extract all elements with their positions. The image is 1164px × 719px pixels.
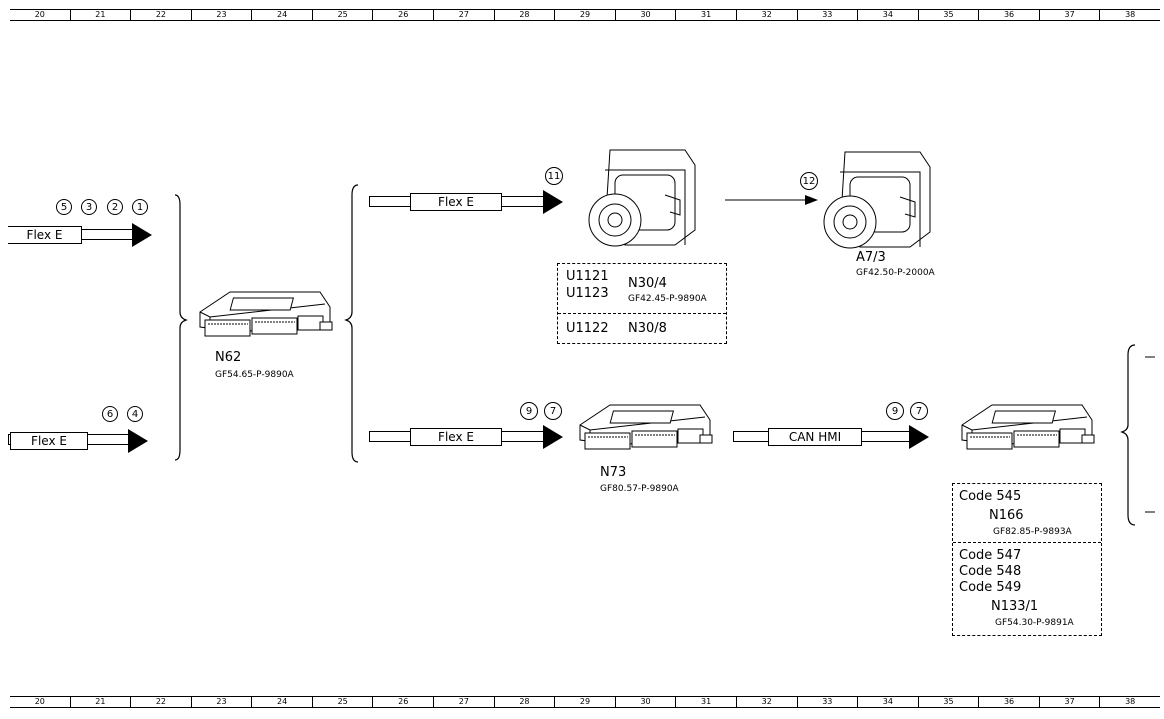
ruler-cell: 28 xyxy=(493,10,555,20)
bus-label: Flex E xyxy=(410,193,502,211)
code-label: U1122 xyxy=(566,321,609,336)
ruler-cell: 22 xyxy=(130,10,191,20)
ruler-cell: 37 xyxy=(1038,697,1100,707)
ruler-cell: 33 xyxy=(796,10,858,20)
ruler-cell: 24 xyxy=(251,10,312,20)
bus-label: Flex E xyxy=(10,432,88,450)
ruler-cell: 38 xyxy=(1099,10,1160,20)
n73-ref: GF80.57-P-9890A xyxy=(600,484,679,494)
code-variant-box: Code 545 N166 GF82.85-P-9893A Code 547 C… xyxy=(952,483,1102,636)
n73-name: N73 xyxy=(600,465,627,480)
arrow-head xyxy=(128,429,148,453)
connector-bubble: 7 xyxy=(910,402,928,420)
ruler-cell: 22 xyxy=(130,697,191,707)
code-label: U1123 xyxy=(566,286,609,301)
ruler-cell: 32 xyxy=(735,697,797,707)
ruler-cell: 38 xyxy=(1099,697,1160,707)
code-label: Code 548 xyxy=(959,564,1022,579)
component-name: N133/1 xyxy=(991,599,1039,614)
ruler-cell: 31 xyxy=(675,10,736,20)
code-label: U1121 xyxy=(566,269,609,284)
bus-label: Flex E xyxy=(410,428,502,446)
ruler-cell: 35 xyxy=(917,697,979,707)
ruler-cell: 27 xyxy=(433,10,494,20)
ruler-cell: 36 xyxy=(978,10,1039,20)
component-ref: GF54.30-P-9891A xyxy=(995,618,1074,628)
ruler-cell: 26 xyxy=(372,10,433,20)
connector-bubble: 7 xyxy=(544,402,562,420)
component-name: N30/8 xyxy=(628,321,667,336)
component-ref: GF42.45-P-9890A xyxy=(628,294,707,304)
connector-bubble: 1 xyxy=(132,199,148,215)
component-name: N166 xyxy=(989,508,1024,523)
abs-variant-box: U1121 U1123 N30/4 GF42.45-P-9890A U1122 … xyxy=(557,263,727,344)
connector-bubble: 12 xyxy=(800,172,818,190)
code-label: Code 545 xyxy=(959,489,1022,504)
ruler-cell: 21 xyxy=(69,697,131,707)
ruler-cell: 28 xyxy=(493,697,555,707)
ruler-cell: 20 xyxy=(34,697,45,706)
bus-label: Flex E xyxy=(8,226,82,244)
ruler-cell: 20 xyxy=(34,10,45,19)
bus-label: CAN HMI xyxy=(768,428,862,446)
a73-name: A7/3 xyxy=(856,250,886,265)
ruler-cell: 36 xyxy=(978,697,1039,707)
ruler-cell: 35 xyxy=(917,10,979,20)
ruler-cell: 34 xyxy=(857,697,918,707)
ruler-cell: 32 xyxy=(735,10,797,20)
connector-bubble: 9 xyxy=(520,402,538,420)
ruler-cell: 30 xyxy=(614,697,676,707)
ruler-cell: 26 xyxy=(372,697,433,707)
connector-bubble: 5 xyxy=(56,199,72,215)
ruler-cell: 27 xyxy=(433,697,494,707)
connector-bubble: 4 xyxy=(127,406,143,422)
component-name: N30/4 xyxy=(628,276,667,291)
arrow-head xyxy=(543,190,563,214)
arrow-head xyxy=(543,425,563,449)
ruler-cell: 21 xyxy=(69,10,131,20)
divider xyxy=(953,542,1101,543)
arrow-head xyxy=(909,425,929,449)
ruler-cell: 25 xyxy=(311,10,373,20)
ruler-cell: 31 xyxy=(675,697,736,707)
connector-bubble: 2 xyxy=(107,199,123,215)
code-label: Code 547 xyxy=(959,548,1022,563)
ruler-cell: 30 xyxy=(614,10,676,20)
ruler-cell: 33 xyxy=(796,697,858,707)
code-label: Code 549 xyxy=(959,580,1022,595)
n62-ref: GF54.65-P-9890A xyxy=(215,370,294,380)
ruler-cell: 23 xyxy=(190,10,252,20)
ruler-cell: 29 xyxy=(554,697,615,707)
ruler-cell: 24 xyxy=(251,697,312,707)
component-ref: GF82.85-P-9893A xyxy=(993,527,1072,537)
ruler-cell: 23 xyxy=(190,697,252,707)
ruler-cell: 29 xyxy=(554,10,615,20)
ruler-cell: 34 xyxy=(857,10,918,20)
arrow-head xyxy=(132,223,152,247)
a73-ref: GF42.50-P-2000A xyxy=(856,268,935,278)
connector-bubble: 11 xyxy=(545,167,563,185)
n62-name: N62 xyxy=(215,350,242,365)
connector-bubble: 3 xyxy=(81,199,97,215)
connector-bubble: 6 xyxy=(102,406,118,422)
ruler-cell: 25 xyxy=(311,697,373,707)
connector-bubble: 9 xyxy=(886,402,904,420)
ruler-cell: 37 xyxy=(1038,10,1100,20)
divider xyxy=(558,313,726,314)
